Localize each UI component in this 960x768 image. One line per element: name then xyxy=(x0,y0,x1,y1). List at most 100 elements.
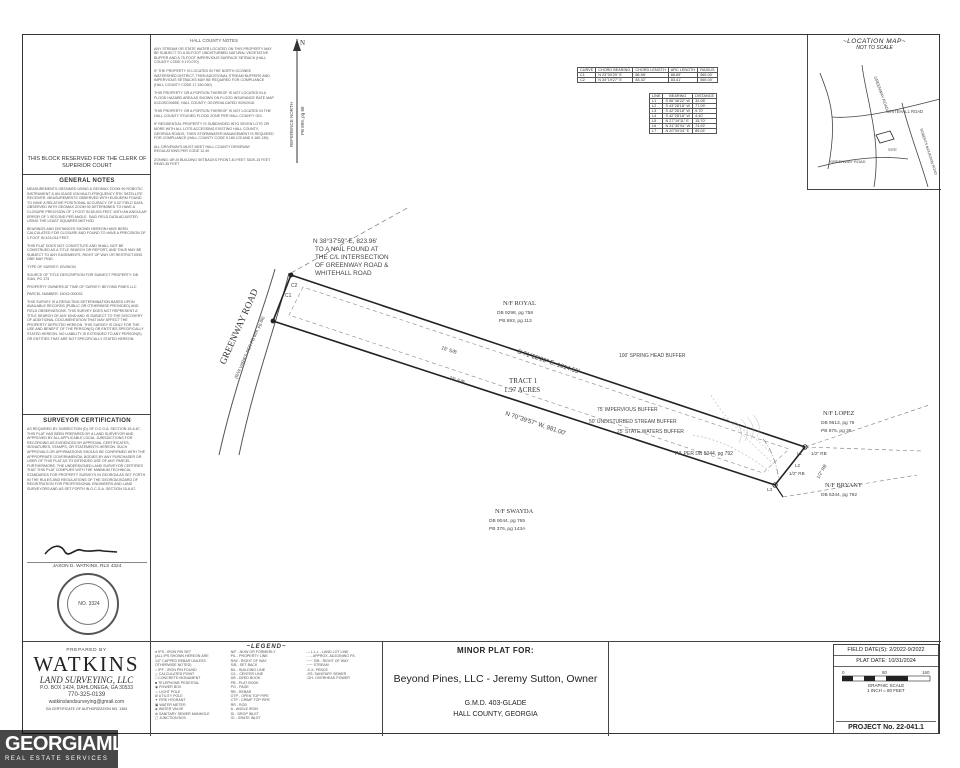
legend-item: ~~~ S/B - RIGHT OF WAY xyxy=(306,658,349,663)
left-column: THIS BLOCK RESERVED FOR THE CLERK OF SUP… xyxy=(23,35,151,641)
stream-line xyxy=(762,438,780,480)
swayda-plat-label: PB 376, pg 143A xyxy=(489,526,526,532)
legend-item: ■ TELEPHONE PEDESTAL xyxy=(155,680,200,685)
hall-county-note: IF RESIDENTIAL PROPERTY IS SUBDIVIDED IN… xyxy=(154,122,274,141)
watkins-block: PREPARED BY WATKINS LAND SURVEYING, LLC … xyxy=(23,642,151,736)
clerk-block-text: THIS BLOCK RESERVED FOR THE CLERK OF SUP… xyxy=(27,156,147,169)
title-block-frame: FIELD DATE(S): 2/2022-9/2022 PLAT DATE: … xyxy=(833,644,939,734)
swayda-deed-label: DB 9044, pg 765 xyxy=(489,518,525,524)
location-map-subtitle: NOT TO SCALE xyxy=(856,45,893,51)
location-map-title: ~LOCATION MAP~ xyxy=(842,38,907,45)
adjoining-line xyxy=(782,474,918,498)
legend-item: OTP - OPEN TOP PIPE xyxy=(230,694,269,699)
surveyor-certification-title: SURVEYOR CERTIFICATION xyxy=(43,418,131,424)
location-map-road-label: GREENWAY ROAD xyxy=(830,159,866,164)
legend-block: ~LEGEND~ ● IPS - IRON PIN SET (ALL IPS S… xyxy=(151,642,383,736)
title-block: FIELD DATE(S): 2/2022-9/2022 PLAT DATE: … xyxy=(831,642,941,736)
legend-column-symbols: ● IPS - IRON PIN SET (ALL IPS SHOWN HERE… xyxy=(155,650,227,721)
legend-item: 1/2" CAPPED REBAR UNLESS xyxy=(155,658,206,663)
legend-title: ~LEGEND~ xyxy=(246,644,287,650)
legend-item: DI - DROP INLET xyxy=(230,711,259,716)
legend-item: S/B - SET BACK xyxy=(230,663,258,668)
swayda-label: N/F SWAYDA xyxy=(495,508,534,515)
legend-item: RB - REBAR xyxy=(230,689,252,694)
general-note: MEASUREMENTS OBTAINED USING A GEOMAX ZOO… xyxy=(27,187,147,224)
hall-county-note: ZONING: AR-III BUILDING SETBACKS FRONT-4… xyxy=(154,157,271,167)
plan-drawing: N REFERENCE NORTH PB 899, pg 88 GREENWAY… xyxy=(218,39,930,532)
north-arrow-head-icon xyxy=(293,39,301,51)
legend-item: PB - PLAT BOOK xyxy=(230,680,259,685)
royal-deed-label: DB 9298, pg 758 xyxy=(497,310,533,316)
general-note: BEARINGS AND DISTANCES SHOWN HEREON HAVE… xyxy=(27,226,146,240)
iron-pin-icon xyxy=(802,444,808,450)
location-map-road-label: WHITEHALL ROAD xyxy=(886,109,923,114)
legend-item: ▣ WATER METER xyxy=(155,702,186,707)
hall-county-notes: HALL COUNTY NOTES ANY STREAM OR STATE WA… xyxy=(151,35,277,245)
legend-item: P/L - PROPERTY LINE xyxy=(230,654,268,659)
legend-item: GI - GRATE INLET xyxy=(230,716,261,721)
tie-line-label: THE C/L INTERSECTION xyxy=(315,254,389,261)
legend-item: PG - PAGE xyxy=(230,685,249,690)
lopez-plat-label: PB 875, pg 35 xyxy=(821,428,852,434)
legend-item: Ø UTILITY POLE xyxy=(155,694,183,699)
legend-item: DB - DEED BOOK xyxy=(230,676,261,681)
table-cell: C2 xyxy=(576,77,597,83)
surveyor-seal-inner: NO. 3324 xyxy=(67,583,109,625)
setback-label: 15' S/B xyxy=(448,375,466,386)
lopez-label: N/F LOPEZ xyxy=(823,410,855,417)
curve-label: C2 xyxy=(291,283,298,289)
legend-item: ◉ POWER BOX xyxy=(155,685,182,690)
legend-item: R/W - RIGHT OF WAY xyxy=(230,658,267,663)
field-date: FIELD DATE(S): 2/2022-9/2022 xyxy=(834,645,938,656)
pin-label: 1/2" RB xyxy=(789,471,805,476)
scale-tick-label: 0 xyxy=(842,670,845,675)
georgia-mls-logo: GEORGIAMLS xyxy=(5,733,137,755)
title-strip: PREPARED BY WATKINS LAND SURVEYING, LLC … xyxy=(23,641,941,736)
legend-column-abbreviations: N/F - NOW OR FORMERLY P/L - PROPERTY LIN… xyxy=(231,650,303,721)
line-label: L1 xyxy=(797,451,803,456)
watkins-authorization: GA CERTIFICATE OF AUTHORIZATION NO. 1363 xyxy=(45,707,128,711)
georgia-mls-watermark: GEORGIAMLS REAL ESTATE SERVICES xyxy=(0,730,137,768)
north-line-bearing: S 71°22'20" E, 1014.55' xyxy=(516,348,580,375)
legend-item: ~~~ STREAM xyxy=(306,663,329,668)
legend-item: □ CONCRETE MONUMENT xyxy=(155,676,201,681)
minor-plat-gmd: G.M.D. 403-GLADE xyxy=(464,700,527,707)
legend-item: ▢ JUNCTION BOX xyxy=(155,716,187,721)
prepared-by-label: PREPARED BY xyxy=(66,648,107,653)
buffer-line xyxy=(692,434,770,472)
legend-item: C/L - CENTER LINE xyxy=(230,672,264,677)
tract-name: TRACT 1 xyxy=(509,377,538,385)
watkins-email: watkinslandsurveying@gmail.com xyxy=(48,699,125,705)
adjoining-line xyxy=(804,404,930,448)
hall-county-notes-title: HALL COUNTY NOTES xyxy=(189,38,238,43)
graphic-scale-bar: 0 80 160 xyxy=(841,669,931,683)
royal-label: N/F ROYAL xyxy=(503,300,536,307)
bryant-deed-label: DB 5344, pg 792 xyxy=(821,492,857,498)
line-label: L2 xyxy=(795,463,801,468)
general-notes: GENERAL NOTES MEASUREMENTS OBTAINED USIN… xyxy=(23,175,151,415)
plat-sheet: THIS BLOCK RESERVED FOR THE CLERK OF SUP… xyxy=(22,34,941,736)
reference-north-label: REFERENCE NORTH xyxy=(289,102,294,147)
graphic-scale-icon: 0 80 160 xyxy=(841,670,931,682)
property-line-label: P/L PER DB 5044, pg 792 xyxy=(675,451,733,457)
legend-item: ◈ WATER VALVE xyxy=(155,707,184,712)
general-note: THIS PLAT DOES NOT CONSTITUTE AND SHALL … xyxy=(27,243,143,262)
surveyor-name: JASON D. WATKINS, RLS 4324 xyxy=(27,562,147,569)
general-note: SOURCE OF TITLE DESCRIPTION FOR SUBJECT … xyxy=(27,272,139,282)
legend-item: -x-x- FENCE xyxy=(306,667,328,672)
tie-line-label: OF GREENWAY ROAD & xyxy=(315,262,389,269)
curve-label: C1 xyxy=(285,293,292,299)
setback-label: 15' S/B xyxy=(440,345,458,356)
general-note: PROPERTY OWNERS AT TIME OF SURVEY: BEYON… xyxy=(27,284,137,289)
iron-pin-icon xyxy=(288,272,294,278)
table-cell: 565.00' xyxy=(697,77,718,83)
general-note: PARCEL NUMBER: 15019 000033 xyxy=(27,292,83,297)
legend-item: ✦ FIRE HYDRANT xyxy=(155,698,186,703)
hall-county-note: ANY STREAM OR STATE WATER LOCATED ON THI… xyxy=(154,46,272,65)
setback-line xyxy=(288,286,790,474)
watkins-address: P.O. BOX 1424, DAHLONEGA, GA 30533 xyxy=(39,685,133,691)
pin-label: 1/2" RB xyxy=(816,463,828,479)
table-row: C2 N 34°19'27" E 83.32' 83.41' 565.00' xyxy=(576,77,718,83)
contour-lines xyxy=(734,414,760,444)
